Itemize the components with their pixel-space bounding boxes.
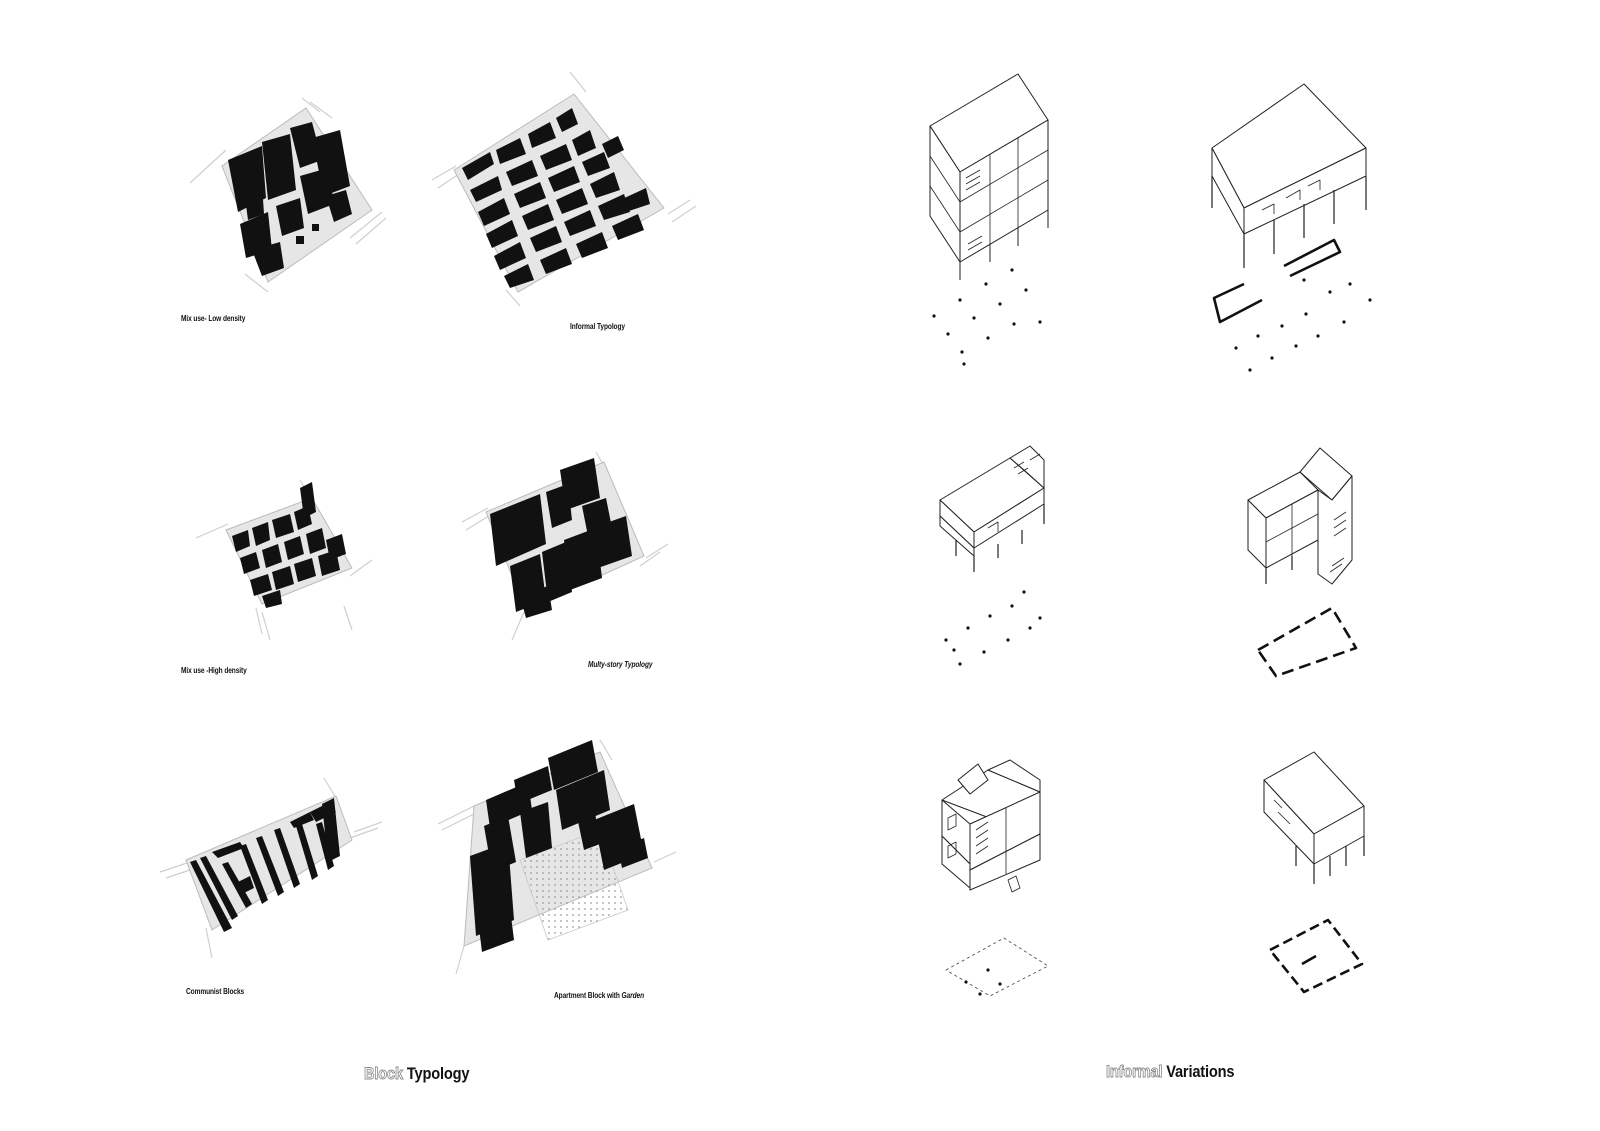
block-mix-high-density (195, 479, 373, 641)
title-informal-word: Informal (1106, 1062, 1163, 1082)
title-typology-word: Typology (406, 1064, 470, 1083)
block-multistory-typology (461, 451, 669, 641)
block-informal-typology (431, 71, 697, 307)
caption-mix-low-density: Mix use- Low density (181, 314, 246, 323)
variation-wide-pilotis (1211, 83, 1372, 372)
variation-four-storey-frame (929, 73, 1049, 366)
variation-box-pilotis (1263, 751, 1365, 994)
block-typology-title: Block Typology (364, 1064, 470, 1084)
block-mix-low-density (189, 97, 387, 293)
title-variations-word: Variations (1166, 1062, 1235, 1081)
title-block-word: Block (364, 1064, 404, 1084)
caption-apartment-garden: Apartment Block with Garden (554, 991, 644, 1000)
caption-communist-blocks: Communist Blocks (186, 987, 245, 996)
variation-two-storey-pilotis (939, 445, 1045, 666)
caption-multistory-typology: Multy-story Typology (588, 660, 653, 669)
variation-stepped-house (1247, 447, 1358, 678)
caption-apartment-italic: Garden (621, 991, 645, 1000)
caption-informal-typology: Informal Typology (570, 322, 625, 331)
block-communist-blocks (159, 777, 383, 959)
caption-mix-high-density: Mix use -High density (181, 666, 247, 675)
caption-apartment-text: Apartment Block with (554, 991, 622, 1000)
block-apartment-garden (437, 739, 677, 975)
variation-gabled-house (941, 759, 1049, 997)
informal-variations-title: Informal Variations (1106, 1062, 1235, 1082)
